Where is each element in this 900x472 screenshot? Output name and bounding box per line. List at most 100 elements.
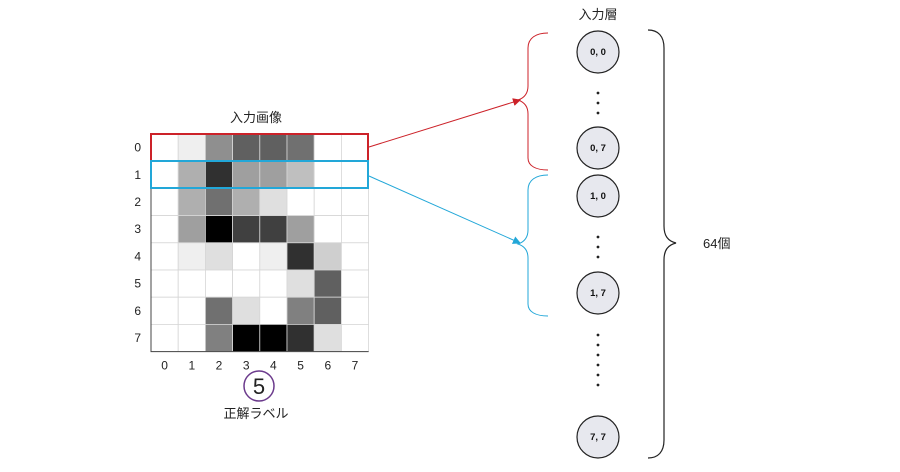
pixel-cell [232,323,261,352]
pixel-cell [177,269,206,298]
pixel-cell [340,269,369,298]
input-layer-title: 入力層 [578,7,617,22]
pixel-cell [259,215,288,244]
pixel-cell [286,269,315,298]
pixel-cell [177,133,206,162]
pixel-cell [259,242,288,271]
pixel-cell [259,269,288,298]
pixel-cell [313,215,342,244]
x-tick-label: 1 [188,359,195,373]
pixel-cell [204,133,233,162]
node-0-7: 0, 7 [576,126,620,170]
node-1-7: 1, 7 [576,271,620,315]
pixel-cell [232,242,261,271]
pixel-cell [150,215,179,244]
pixel-cell [340,215,369,244]
pixel-cell [340,187,369,216]
pixel-cell [259,323,288,352]
pixel-cell [232,133,261,162]
pixel-cell [313,296,342,325]
pixel-cell [150,296,179,325]
node-label: 7, 7 [590,432,606,443]
pixel-cell [340,242,369,271]
node-label: 1, 7 [590,288,606,299]
total-brace [647,29,677,459]
pixel-cell [204,215,233,244]
y-tick-label: 3 [134,222,141,236]
pixel-cell [313,323,342,352]
pixel-cell [313,160,342,189]
node-label: 0, 0 [590,47,606,58]
pixel-cell [232,187,261,216]
pixel-cell [204,160,233,189]
y-tick-label: 5 [134,277,141,291]
pixel-cell [232,269,261,298]
node-0-0: 0, 0 [576,30,620,74]
pixel-cell [259,187,288,216]
total-label: 64個 [703,236,730,251]
pixel-cell [259,160,288,189]
label-caption: 正解ラベル [223,406,288,421]
pixel-cell [177,215,206,244]
pixel-cell [286,133,315,162]
y-tick-label: 1 [134,168,141,182]
x-tick-label: 7 [352,359,359,373]
pixel-cell [286,160,315,189]
pixel-cell [340,133,369,162]
row1-highlight [150,160,369,189]
pixel-cell [286,187,315,216]
grid-axes [150,134,369,353]
pixel-cell [340,160,369,189]
pixel-cell [286,296,315,325]
pixel-cell [232,160,261,189]
pixel-cell [177,242,206,271]
row1-brace [516,174,549,317]
pixel-cell [204,187,233,216]
pixel-cell [150,269,179,298]
image-title: 入力画像 [230,110,282,125]
row0-arrow [368,98,521,148]
label-circle [243,370,275,402]
y-tick-label: 0 [134,141,141,155]
y-tick-label: 6 [134,304,141,318]
x-tick-label: 5 [297,359,304,373]
node-label: 0, 7 [590,143,606,154]
pixel-cell [259,296,288,325]
pixel-cell [259,133,288,162]
pixel-cell [313,133,342,162]
pixel-cell [286,215,315,244]
y-tick-label: 7 [134,331,141,345]
pixel-cell [177,296,206,325]
x-tick-label: 4 [270,359,277,373]
pixel-cell [177,187,206,216]
pixel-cell [204,242,233,271]
pixel-cell [150,187,179,216]
pixel-cell [286,323,315,352]
pixel-cell [232,296,261,325]
node-1-0: 1, 0 [576,174,620,218]
x-tick-label: 0 [161,359,168,373]
y-tick-label: 2 [134,195,141,209]
pixel-cell [340,296,369,325]
ellipsis-dots-2 [596,235,600,259]
pixel-cell [313,187,342,216]
pixel-cell [313,242,342,271]
pixel-cell [177,160,206,189]
x-tick-label: 6 [324,359,331,373]
pixel-cell [177,323,206,352]
pixel-cell [150,133,179,162]
x-tick-label: 2 [216,359,223,373]
label-value: 5 [253,374,265,399]
pixel-cell [204,323,233,352]
pixel-cell [150,160,179,189]
pixel-cell [286,242,315,271]
input-image-grid [150,133,369,353]
pixel-cell [232,215,261,244]
pixel-cell [204,296,233,325]
node-label: 1, 0 [590,191,606,202]
node-7-7: 7, 7 [576,415,620,459]
ellipsis-dots-3 [596,333,600,387]
